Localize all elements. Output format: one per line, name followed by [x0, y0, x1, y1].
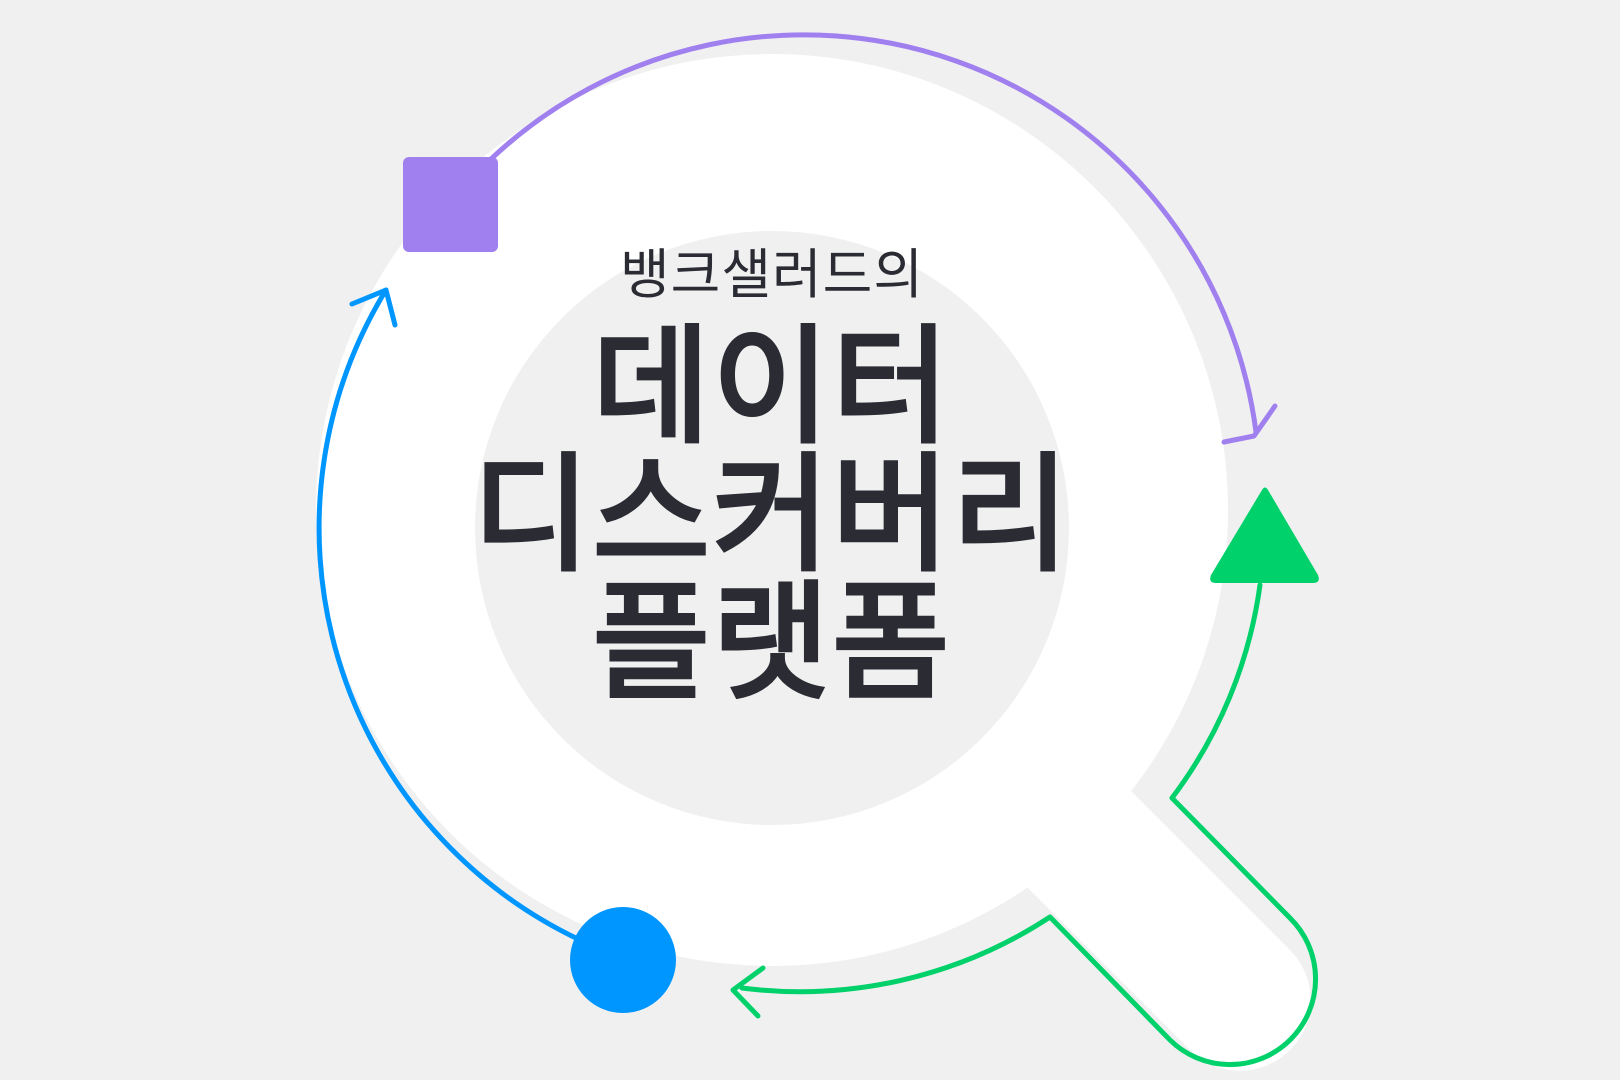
- green-arrowhead-icon: [730, 965, 766, 1019]
- subtitle: 뱅크샐러드의: [619, 243, 925, 306]
- headline-line-3: 플랫폼: [592, 569, 952, 718]
- headline-line-2: 디스커버리: [472, 441, 1072, 590]
- blue-arrowhead-icon: [349, 287, 398, 328]
- blue-arc: [316, 287, 583, 943]
- purple-arc: [487, 32, 1278, 445]
- purple-arrowhead-icon: [1221, 403, 1278, 445]
- green-arc: [730, 582, 1319, 1068]
- square-marker-icon: [403, 157, 498, 252]
- magnifier-lens: [475, 231, 1069, 825]
- magnifier-handle: [1000, 760, 1311, 1071]
- triangle-marker-icon: [1210, 487, 1319, 583]
- title-block: 뱅크샐러드의 데이터 디스커버리 플랫폼: [472, 240, 1072, 708]
- magnifier-body: [316, 54, 1311, 1071]
- headline-line-1: 데이터: [592, 313, 952, 462]
- circle-marker-icon: [570, 907, 676, 1013]
